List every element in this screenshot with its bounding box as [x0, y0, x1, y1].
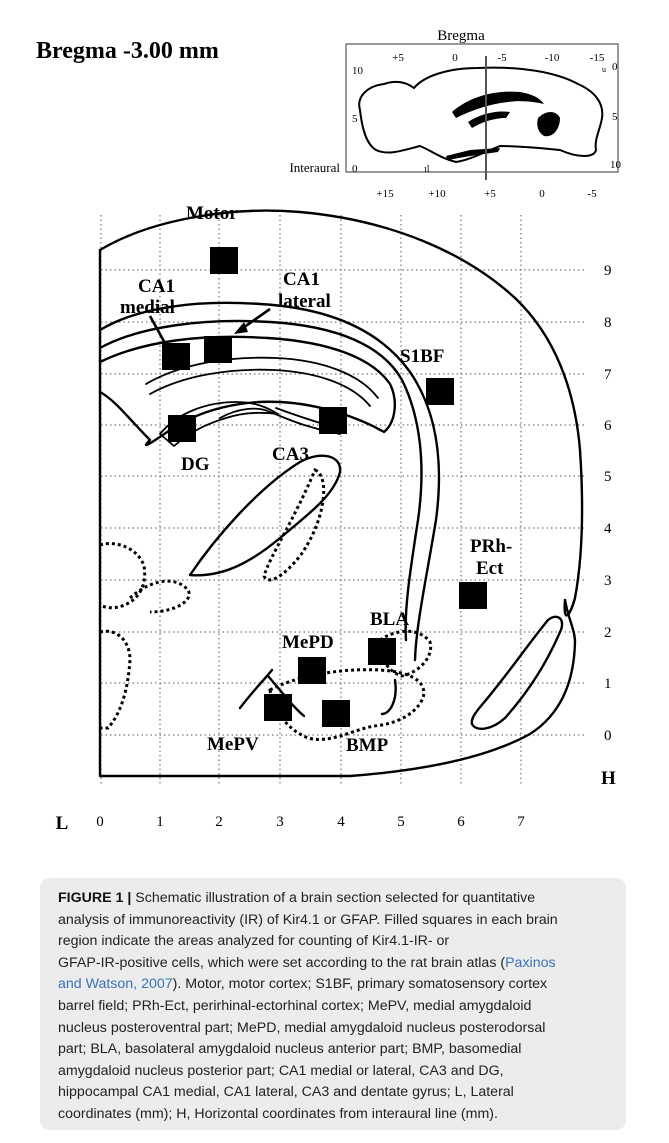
- l-axis: L 0 1 2 3 4 5 6 7: [56, 813, 526, 834]
- figure-caption: FIGURE 1 | Schematic illustration of a b…: [40, 878, 626, 1130]
- inner-cortex-boundary: [100, 303, 439, 660]
- square-ca1-medial: [162, 343, 190, 370]
- caption-line: analysis of immunoreactivity (IR) of Kir…: [58, 910, 612, 932]
- square-bmp: [322, 700, 350, 727]
- inset-top-tick: -10: [545, 52, 560, 64]
- label-bla: BLA: [370, 609, 409, 630]
- left-dotted-region-lower: [100, 631, 130, 728]
- h-tick: 0: [604, 728, 612, 744]
- square-mepd: [298, 657, 326, 684]
- caption-line: part; BLA, basolateral amygdaloid nucleu…: [58, 1039, 612, 1061]
- label-ca3: CA3: [272, 444, 309, 465]
- square-dg: [168, 415, 196, 442]
- label-dg: DG: [181, 454, 210, 475]
- label-prh-ect-line2: Ect: [476, 558, 504, 579]
- l-tick: 3: [276, 814, 284, 830]
- label-motor: Motor: [186, 203, 238, 224]
- lateral-ventricle-slit: [472, 617, 562, 729]
- h-axis: 9 8 7 6 5 4 3 2 1 0 H: [601, 263, 616, 789]
- h-tick: 7: [604, 367, 612, 383]
- h-tick: 5: [604, 469, 612, 485]
- label-ca1-lateral-line1: CA1: [283, 269, 320, 290]
- caption-line: FIGURE 1 | Schematic illustration of a b…: [58, 888, 612, 910]
- inset-bottom-tick: +10: [428, 188, 446, 200]
- h-tick: 6: [604, 418, 612, 434]
- inset-top-tick: 0: [452, 52, 458, 64]
- h-axis-label: H: [601, 768, 616, 789]
- square-mepv: [264, 694, 292, 721]
- l-tick: 6: [457, 814, 465, 830]
- inset-top-tick: -5: [497, 52, 507, 64]
- label-prh-ect-line1: PRh-: [470, 536, 512, 557]
- label-s1bf: S1BF: [400, 346, 444, 367]
- inset-bottom-tick: 0: [539, 188, 545, 200]
- l-axis-label: L: [56, 813, 69, 834]
- inset-tiny-mark: u: [602, 65, 606, 74]
- ventricle-shape: [190, 456, 340, 576]
- l-tick: 5: [397, 814, 405, 830]
- caption-line: region indicate the areas analyzed for c…: [58, 931, 612, 953]
- inset-left-tick: 5: [352, 113, 358, 125]
- square-prh-ect: [459, 582, 487, 609]
- caption-line: GFAP-IR-positive cells, which were set a…: [58, 953, 612, 975]
- l-tick: 1: [156, 814, 164, 830]
- l-tick: 0: [96, 814, 104, 830]
- h-tick: 2: [604, 625, 612, 641]
- inset-bottom-tick: +5: [484, 188, 496, 200]
- inset-side-label: Interaural: [289, 160, 340, 175]
- label-mepd: MePD: [282, 632, 334, 653]
- label-ca1-medial-line1: CA1: [138, 276, 175, 297]
- caption-line: coordinates (mm); H, Horizontal coordina…: [58, 1104, 612, 1126]
- sagittal-brain-outline: [359, 68, 602, 162]
- caption-line: amygdaloid nucleus posterior part; CA1 m…: [58, 1061, 612, 1083]
- caption-text: GFAP-IR-positive cells, which were set a…: [58, 955, 505, 971]
- external-capsule-arc: [382, 680, 396, 714]
- label-bmp: BMP: [346, 735, 389, 756]
- inset-left-tick: 10: [352, 65, 364, 77]
- inset-right-tick: 10: [610, 159, 622, 171]
- caption-text: ). Motor, motor cortex; S1BF, primary so…: [173, 976, 548, 992]
- ca1-lateral-arrowhead: [234, 322, 248, 334]
- h-tick: 1: [604, 676, 612, 692]
- caption-line: hippocampal CA1 medial, CA1 lateral, CA3…: [58, 1082, 612, 1104]
- inset-left-tick: 0: [352, 163, 358, 175]
- caption-label: FIGURE 1 |: [58, 890, 131, 906]
- inset-top-tick: +5: [392, 52, 404, 64]
- left-dotted-region-upper: [100, 544, 145, 608]
- caption-line: and Watson, 2007). Motor, motor cortex; …: [58, 974, 612, 996]
- label-ca1-lateral-line2: lateral: [278, 291, 331, 312]
- caption-text: Schematic illustration of a brain sectio…: [131, 890, 535, 906]
- square-ca3: [319, 407, 347, 434]
- inset-title: Bregma: [437, 28, 485, 44]
- inset-right-tick: 0: [612, 61, 618, 73]
- square-s1bf: [426, 378, 454, 405]
- inset-tiny-mark: ıl: [424, 164, 430, 175]
- inset-top-tick: -15: [590, 52, 605, 64]
- l-tick: 2: [215, 814, 223, 830]
- sagittal-inset: Bregma +5 0 -5 -10 -15 u 10 5 0 ıl 0 5 1…: [289, 28, 621, 200]
- caption-line: nucleus posteroventral part; MePD, media…: [58, 1018, 612, 1040]
- inset-right-tick: 5: [612, 111, 618, 123]
- l-tick: 4: [337, 814, 345, 830]
- h-tick: 4: [604, 521, 612, 537]
- label-mepv: MePV: [207, 734, 259, 755]
- caption-citation-link[interactable]: and Watson, 2007: [58, 976, 173, 992]
- l-tick: 7: [517, 814, 525, 830]
- h-tick: 9: [604, 263, 612, 279]
- label-ca1-medial-line2: medial: [120, 297, 175, 318]
- h-tick: 3: [604, 573, 612, 589]
- figure-title: Bregma -3.00 mm: [36, 38, 219, 64]
- square-bla: [368, 638, 396, 665]
- caption-citation-link[interactable]: Paxinos: [505, 955, 555, 971]
- square-motor: [210, 247, 238, 274]
- caption-line: barrel field; PRh-Ect, perirhinal-ectorh…: [58, 996, 612, 1018]
- h-tick: 8: [604, 315, 612, 331]
- inset-bottom-tick: +15: [376, 188, 394, 200]
- hippocampus-outer: [100, 337, 395, 445]
- inset-bottom-tick: -5: [587, 188, 597, 200]
- square-ca1-lateral: [204, 336, 232, 363]
- hippocampus-ca-line-2: [150, 370, 370, 406]
